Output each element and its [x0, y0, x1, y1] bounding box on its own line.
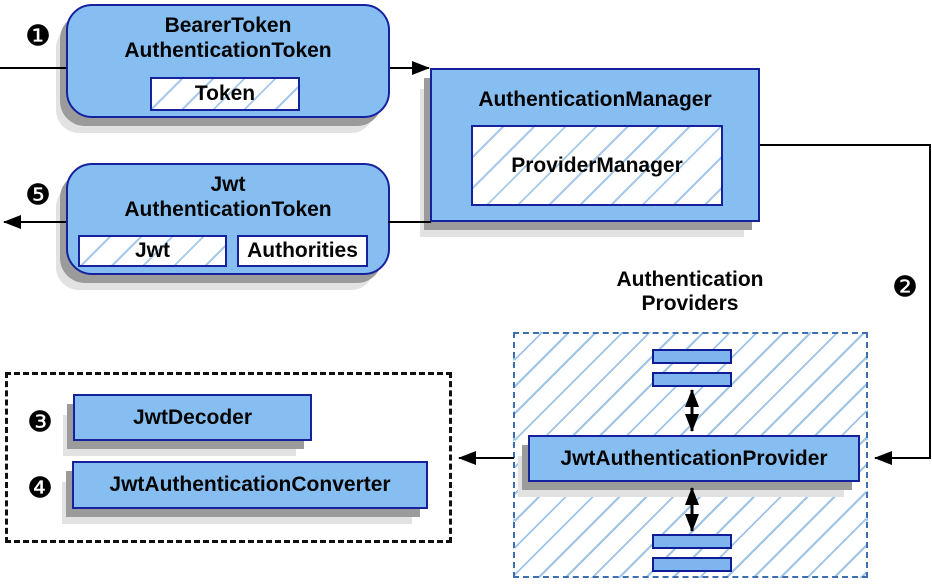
node-title-line: JwtAuthenticationProvider: [560, 446, 828, 470]
provider-placeholder-bar: [652, 349, 732, 364]
node-jwt-authentication-converter: JwtAuthenticationConverter: [72, 461, 428, 509]
node-jwt-decoder: JwtDecoder: [73, 394, 312, 441]
step-5-badge: ❺: [25, 179, 51, 212]
node-jwt-authentication-token: Jwt AuthenticationToken Jwt Authorities: [66, 163, 390, 275]
node-title-line: AuthenticationManager: [478, 88, 712, 111]
provider-placeholder-bar: [652, 372, 732, 387]
node-authentication-manager: AuthenticationManager ProviderManager: [430, 68, 760, 222]
step-1-badge: ❶: [25, 20, 51, 53]
group-label-line: Authentication: [616, 268, 764, 291]
step-3-badge: ❸: [27, 406, 53, 439]
node-title-line: AuthenticationToken: [124, 39, 332, 62]
field-token: Token: [150, 77, 300, 111]
field-provider-manager: ProviderManager: [471, 125, 723, 206]
node-bearer-token-authentication-token: BearerToken AuthenticationToken Token: [66, 4, 390, 118]
step-2-badge: ❷: [892, 271, 918, 304]
node-title-line: Jwt: [210, 173, 246, 196]
field-authorities: Authorities: [237, 235, 368, 267]
field-jwt-label: Jwt: [134, 239, 170, 262]
authentication-providers-label: Authentication Providers: [560, 268, 820, 316]
jwt-decoder-group-container: [5, 372, 452, 543]
node-title-line: JwtDecoder: [132, 405, 253, 429]
field-token-label: Token: [194, 82, 256, 105]
provider-placeholder-bar: [652, 557, 732, 572]
group-label-line: Providers: [641, 292, 739, 315]
node-title-line: JwtAuthenticationConverter: [109, 473, 391, 496]
provider-placeholder-bar: [652, 534, 732, 549]
step-4-badge: ❹: [27, 472, 53, 505]
field-provider-manager-label: ProviderManager: [511, 153, 683, 177]
node-title-line: BearerToken: [164, 14, 292, 37]
node-jwt-authentication-provider: JwtAuthenticationProvider: [528, 435, 860, 482]
field-jwt: Jwt: [78, 235, 227, 267]
field-authorities-label: Authorities: [247, 239, 358, 262]
node-title-line: AuthenticationToken: [124, 198, 332, 221]
